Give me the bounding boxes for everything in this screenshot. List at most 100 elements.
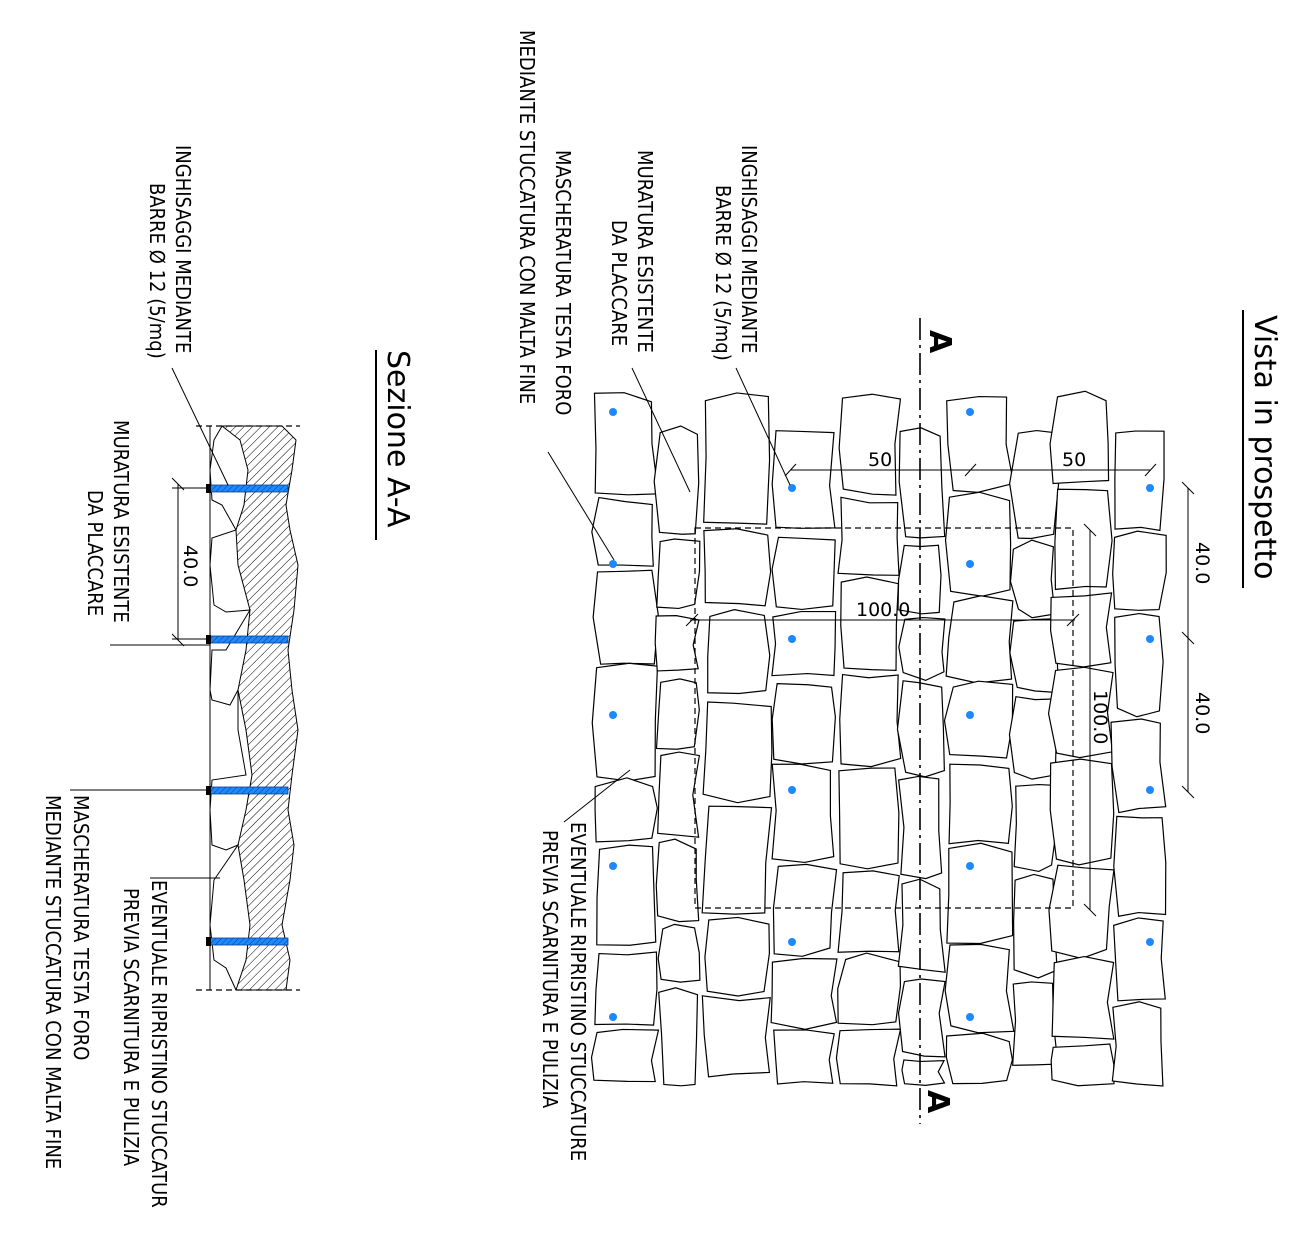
masonry-stone — [596, 844, 657, 946]
masonry-stone — [771, 536, 836, 611]
label-masonry: MURATURA ESISTENTE DA PLACCARE — [607, 150, 657, 353]
svg-text:MURATURA ESISTENTE: MURATURA ESISTENTE — [109, 420, 133, 623]
leader-repointing — [563, 769, 631, 823]
dimension-square-width: 100.0 — [685, 599, 1080, 627]
masonry-stone — [704, 916, 771, 997]
svg-text:BARRE Ø 12 (5/mq): BARRE Ø 12 (5/mq) — [711, 185, 735, 361]
masonry-stone — [702, 701, 773, 804]
masonry-stone — [840, 576, 900, 672]
masonry-stone — [591, 662, 659, 782]
masonry-stone — [657, 923, 701, 983]
masonry-stone — [1009, 429, 1060, 540]
masonry-stone — [771, 763, 835, 864]
section-title: Sezione A-A — [380, 350, 415, 528]
masonry-stone — [835, 1028, 902, 1087]
svg-text:PREVIA SCARNITURA E PULIZIA: PREVIA SCARNITURA E PULIZIA — [538, 830, 562, 1109]
svg-text:EVENTUALE RIPRISTINO STUCCATUR: EVENTUALE RIPRISTINO STUCCATUR — [147, 880, 171, 1208]
section-mark-bottom: A — [920, 1090, 955, 1114]
anchor-hole — [609, 1013, 617, 1021]
dim-spacing-b: 50 — [1062, 449, 1086, 471]
masonry-stone — [1110, 718, 1167, 814]
label-repointing: EVENTUALE RIPRISTINO STUCCATURE PREVIA S… — [538, 822, 590, 1161]
leader-masking — [547, 451, 615, 561]
masonry-stone — [771, 430, 836, 529]
dim-spacing-a: 50 — [868, 449, 892, 471]
masonry-stone — [701, 805, 773, 915]
masonry-stone — [1050, 592, 1113, 668]
masonry-stone — [701, 995, 771, 1078]
dim-pitch-a: 40.0 — [1191, 542, 1213, 584]
masonry-stone — [837, 870, 900, 953]
masonry-stone — [654, 615, 700, 672]
svg-text:DA PLACCARE: DA PLACCARE — [607, 220, 631, 346]
anchor-hole — [1146, 786, 1154, 794]
masonry-stone — [944, 491, 1012, 597]
masonry-stone — [1013, 783, 1058, 873]
masonry-stone — [948, 763, 1013, 845]
masonry-stone — [837, 952, 902, 1026]
masonry-stone — [653, 425, 700, 535]
section-mark-top: A — [922, 330, 957, 354]
masonry-stone — [897, 878, 946, 973]
masonry-stone — [837, 496, 900, 576]
masonry-stone — [703, 528, 772, 607]
masonry-stone — [1009, 539, 1056, 619]
anchor-hole — [966, 408, 974, 416]
anchor-hole — [1146, 635, 1154, 643]
masonry-stone — [703, 392, 771, 525]
dim-square-height: 100.0 — [1089, 690, 1111, 744]
masonry-stone — [1113, 917, 1166, 1002]
svg-text:PREVIA SCARNITURA E PULIZIA: PREVIA SCARNITURA E PULIZIA — [119, 888, 143, 1167]
section-label-masking: MASCHERATURA TESTA FORO MEDIANTE STUCCAT… — [41, 795, 93, 1169]
section-label-bars: INGHISAGGI MEDIANTE BARRE Ø 12 (5/mq) — [145, 145, 195, 359]
masonry-stone — [1113, 815, 1167, 917]
svg-text:BARRE Ø 12 (5/mq): BARRE Ø 12 (5/mq) — [145, 183, 169, 359]
masonry-stone — [594, 777, 658, 843]
masonry-stone — [655, 838, 700, 923]
masonry-stone — [898, 616, 946, 682]
masonry-stone — [1114, 612, 1164, 718]
anchor-hole — [788, 484, 796, 492]
svg-text:MASCHERATURA TESTA FORO: MASCHERATURA TESTA FORO — [69, 795, 93, 1060]
masonry-stone — [771, 682, 836, 765]
masonry-stone — [1054, 488, 1113, 591]
masonry-stone — [707, 609, 771, 695]
dimension-spacing: 50 50 — [784, 449, 1157, 477]
section-label-masonry: MURATURA ESISTENTE DA PLACCARE — [83, 420, 133, 623]
masonry-stone — [658, 987, 699, 1087]
anchor-hole — [1146, 484, 1154, 492]
anchor-hole — [609, 862, 617, 870]
svg-text:INGHISAGGI MEDIANTE: INGHISAGGI MEDIANTE — [171, 145, 195, 353]
anchor-hole — [609, 560, 617, 568]
elevation-view: Vista in prospetto A A 50 50 40.0 40.0 — [515, 30, 1282, 1161]
masonry-stone — [945, 1032, 1013, 1085]
masonry-stone — [771, 610, 837, 677]
anchor-hole — [966, 862, 974, 870]
section-dimension: 40.0 — [171, 477, 210, 647]
masonry-stone — [896, 680, 945, 778]
masonry-stone — [655, 678, 700, 750]
anchor-bar-3 — [207, 786, 289, 795]
masonry-stone — [1114, 430, 1165, 532]
masonry-stone — [592, 569, 659, 665]
anchor-bar-4 — [207, 937, 289, 946]
anchor-hole — [609, 711, 617, 719]
dimension-square-height: 100.0 — [1083, 523, 1111, 917]
masonry-stone — [1051, 955, 1115, 1040]
masonry-stone — [839, 673, 902, 768]
svg-text:MURATURA ESISTENTE: MURATURA ESISTENTE — [633, 150, 657, 353]
section-leader-bars — [171, 367, 229, 486]
masonry-stone — [897, 978, 946, 1058]
masonry-stone — [898, 427, 946, 539]
label-bars: INGHISAGGI MEDIANTE BARRE Ø 12 (5/mq) — [711, 145, 761, 361]
masonry-stone — [1049, 758, 1115, 866]
leader-masonry — [631, 367, 691, 493]
masonry-stone — [773, 1029, 835, 1085]
masonry-stone — [944, 943, 1015, 1034]
anchor-hole — [609, 408, 617, 416]
masonry-stone — [943, 680, 1014, 759]
masonry-stone — [901, 1059, 946, 1086]
svg-text:DA PLACCARE: DA PLACCARE — [83, 490, 107, 616]
masonry-stone — [770, 957, 838, 1031]
